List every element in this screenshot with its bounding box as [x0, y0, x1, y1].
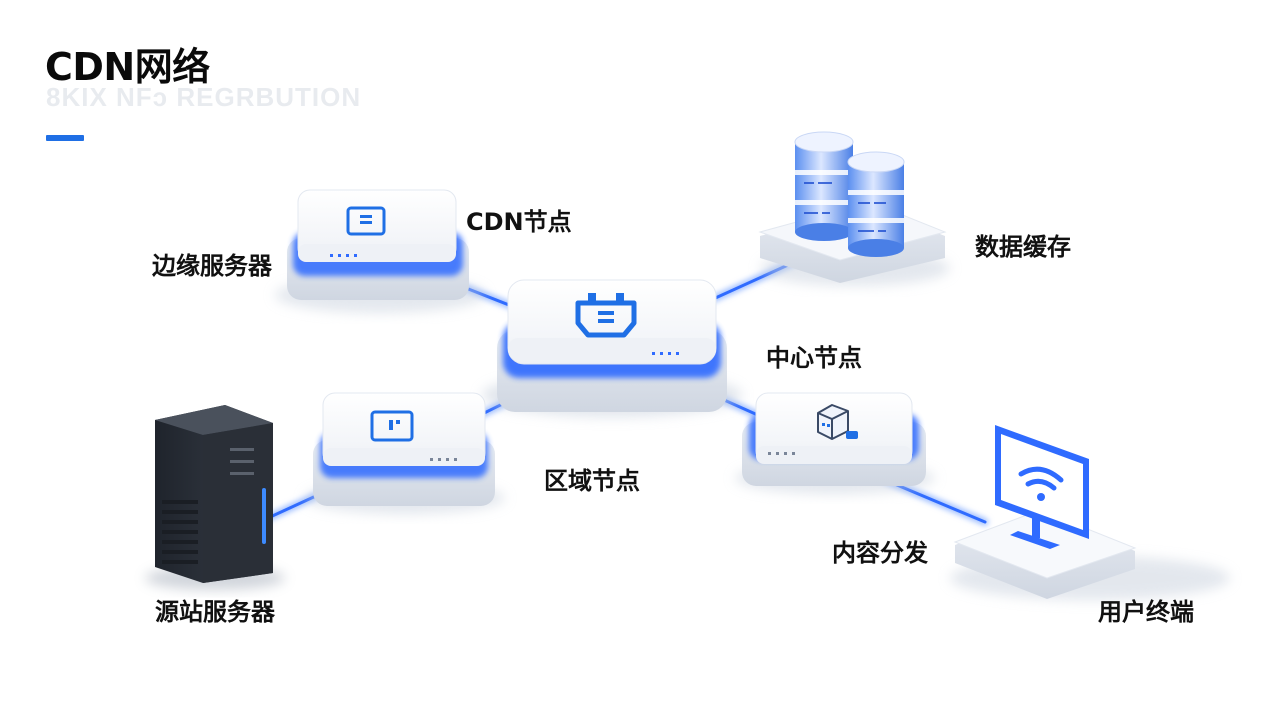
label-user-terminal: 用户终端 [1098, 598, 1194, 626]
label-central-node: 中心节点 [766, 344, 862, 372]
edge-server-node [275, 189, 485, 313]
database-icon [794, 131, 905, 257]
device-icon [370, 410, 414, 442]
ghost-subtitle: 8KIX NFɔ REGRBUTION [46, 82, 362, 112]
server-box-icon [346, 206, 386, 236]
label-cdn-node: CDN节点 [466, 208, 572, 236]
label-regional-node: 区域节点 [544, 467, 640, 495]
regional-node [305, 392, 505, 514]
tower-server-icon [230, 448, 254, 475]
label-data-cache: 数据缓存 [975, 233, 1071, 261]
central-node [482, 279, 742, 417]
label-edge-server: 边缘服务器 [152, 252, 272, 280]
plug-icon [575, 293, 637, 338]
content-delivery-node [735, 392, 935, 494]
page-title: CDN网络 [45, 45, 210, 89]
label-origin-server: 源站服务器 [155, 598, 275, 626]
title-accent-bar [46, 135, 84, 141]
data-cache-node [758, 131, 950, 286]
wifi-monitor-icon [995, 425, 1089, 549]
label-content-delivery: 内容分发 [832, 539, 928, 567]
package-icon [817, 404, 858, 440]
user-terminal-node [950, 425, 1230, 600]
origin-server-node [145, 405, 285, 590]
